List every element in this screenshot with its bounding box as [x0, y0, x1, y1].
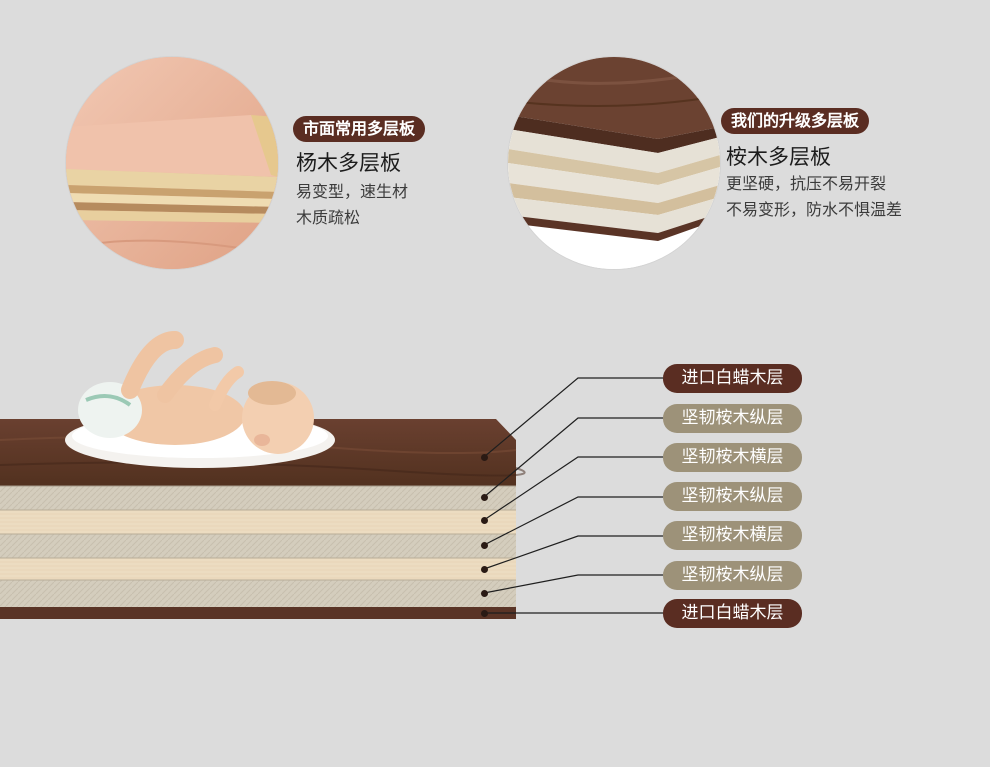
layer-marker-5	[481, 566, 488, 573]
eucalyptus-plywood-image	[508, 57, 720, 269]
layer-eucalyptus-2	[0, 510, 516, 534]
layer-label-5: 坚韧桉木横层	[663, 521, 802, 550]
right-sample-desc-1: 更坚硬，抗压不易开裂	[726, 174, 887, 193]
layer-marker-3	[481, 517, 488, 524]
layer-label-2: 坚韧桉木纵层	[663, 404, 802, 433]
poplar-plywood-illustration	[66, 57, 278, 269]
layer-marker-2	[481, 494, 488, 501]
left-sample-title: 杨木多层板	[296, 151, 401, 175]
leader-lines	[483, 377, 663, 614]
right-sample-title: 桉木多层板	[726, 145, 831, 169]
eucalyptus-plywood-illustration	[508, 57, 720, 269]
layer-marker-1	[481, 454, 488, 461]
left-sample-tag: 市面常用多层板	[293, 116, 426, 142]
poplar-plywood-image	[66, 57, 278, 269]
layer-eucalyptus-5	[0, 580, 516, 607]
layer-eucalyptus-1	[0, 486, 516, 510]
left-sample-desc-1: 易变型，速生材	[296, 182, 409, 201]
layer-marker-7	[481, 610, 488, 617]
right-sample-desc-2: 不易变形，防水不惧温差	[726, 200, 903, 219]
layer-marker-4	[481, 542, 488, 549]
right-sample-tag: 我们的升级多层板	[721, 108, 870, 134]
layer-label-3: 坚韧桉木横层	[663, 443, 802, 472]
layer-label-4: 坚韧桉木纵层	[663, 482, 802, 511]
layer-marker-6	[481, 590, 488, 597]
left-sample-desc-2: 木质疏松	[296, 208, 361, 227]
layer-label-1: 进口白蜡木层	[663, 364, 802, 393]
layer-label-7: 进口白蜡木层	[663, 599, 802, 628]
layer-eucalyptus-3	[0, 534, 516, 558]
layer-label-6: 坚韧桉木纵层	[663, 561, 802, 590]
layer-eucalyptus-4	[0, 558, 516, 580]
baby-illustration	[65, 331, 335, 468]
layer-walnut-bottom	[0, 607, 516, 619]
